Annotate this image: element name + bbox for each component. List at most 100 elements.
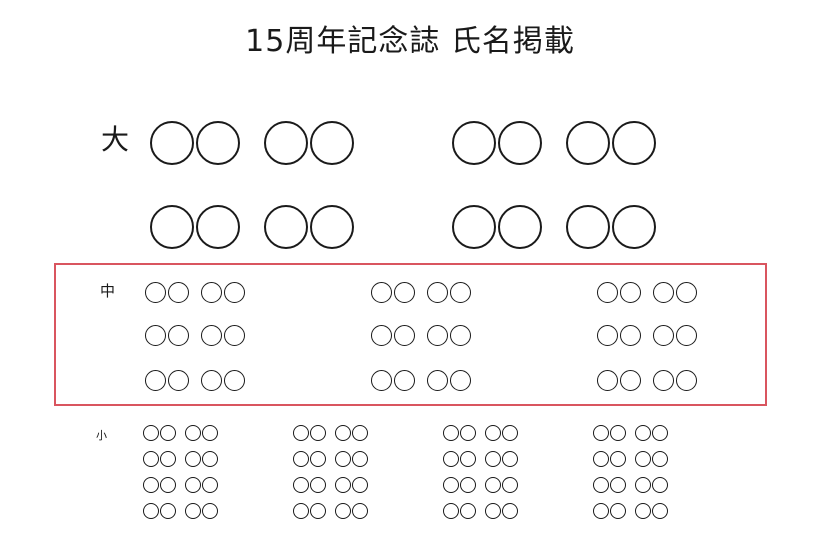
circle-placeholder-icon [610, 425, 626, 441]
circle-placeholder-icon [352, 425, 368, 441]
large-name-row [150, 205, 354, 249]
circle-placeholder-icon [335, 425, 351, 441]
circle-placeholder-icon [653, 325, 674, 346]
medium-section-highlight [54, 263, 767, 406]
name-placeholder [293, 425, 368, 441]
circle-placeholder-icon [452, 121, 496, 165]
circle-placeholder-icon [676, 370, 697, 391]
circle-placeholder-icon [635, 477, 651, 493]
circle-placeholder-icon [201, 282, 222, 303]
circle-placeholder-icon [143, 451, 159, 467]
circle-placeholder-icon [612, 121, 656, 165]
name-placeholder [452, 205, 656, 249]
circle-placeholder-icon [224, 370, 245, 391]
circle-placeholder-icon [652, 451, 668, 467]
circle-placeholder-icon [202, 503, 218, 519]
circle-placeholder-icon [460, 451, 476, 467]
circle-placeholder-icon [310, 503, 326, 519]
circle-placeholder-icon [460, 503, 476, 519]
circle-placeholder-icon [498, 205, 542, 249]
circle-placeholder-icon [485, 503, 501, 519]
circle-placeholder-icon [143, 503, 159, 519]
circle-placeholder-icon [597, 370, 618, 391]
section-label-small: 小 [96, 429, 107, 442]
name-placeholder [145, 282, 245, 303]
circle-placeholder-icon [676, 282, 697, 303]
circle-placeholder-icon [335, 503, 351, 519]
circle-placeholder-icon [202, 425, 218, 441]
name-placeholder [443, 477, 518, 493]
circle-placeholder-icon [160, 503, 176, 519]
circle-placeholder-icon [202, 451, 218, 467]
circle-placeholder-icon [652, 503, 668, 519]
circle-placeholder-icon [502, 477, 518, 493]
circle-placeholder-icon [676, 325, 697, 346]
circle-placeholder-icon [160, 425, 176, 441]
circle-placeholder-icon [160, 451, 176, 467]
circle-placeholder-icon [202, 477, 218, 493]
circle-placeholder-icon [371, 325, 392, 346]
circle-placeholder-icon [635, 451, 651, 467]
circle-placeholder-icon [450, 370, 471, 391]
name-placeholder [143, 425, 218, 441]
circle-placeholder-icon [597, 282, 618, 303]
name-placeholder [145, 370, 245, 391]
circle-placeholder-icon [566, 205, 610, 249]
circle-placeholder-icon [593, 503, 609, 519]
circle-placeholder-icon [502, 451, 518, 467]
name-placeholder [371, 282, 471, 303]
circle-placeholder-icon [610, 451, 626, 467]
circle-placeholder-icon [185, 503, 201, 519]
page-title: 15周年記念誌 氏名掲載 [245, 24, 575, 59]
circle-placeholder-icon [450, 325, 471, 346]
name-placeholder [293, 451, 368, 467]
name-placeholder [593, 451, 668, 467]
name-placeholder [145, 325, 245, 346]
circle-placeholder-icon [652, 477, 668, 493]
circle-placeholder-icon [593, 451, 609, 467]
circle-placeholder-icon [224, 325, 245, 346]
circle-placeholder-icon [145, 325, 166, 346]
name-placeholder [443, 503, 518, 519]
circle-placeholder-icon [335, 451, 351, 467]
circle-placeholder-icon [145, 370, 166, 391]
circle-placeholder-icon [498, 121, 542, 165]
name-placeholder [593, 425, 668, 441]
large-name-row [452, 121, 656, 165]
circle-placeholder-icon [143, 425, 159, 441]
circle-placeholder-icon [201, 325, 222, 346]
circle-placeholder-icon [502, 425, 518, 441]
circle-placeholder-icon [620, 370, 641, 391]
circle-placeholder-icon [160, 477, 176, 493]
circle-placeholder-icon [310, 425, 326, 441]
circle-placeholder-icon [352, 477, 368, 493]
circle-placeholder-icon [620, 282, 641, 303]
circle-placeholder-icon [145, 282, 166, 303]
circle-placeholder-icon [635, 425, 651, 441]
name-placeholder [593, 503, 668, 519]
circle-placeholder-icon [443, 451, 459, 467]
section-label-medium: 中 [100, 282, 116, 300]
circle-placeholder-icon [310, 451, 326, 467]
name-placeholder [143, 477, 218, 493]
circle-placeholder-icon [443, 503, 459, 519]
circle-placeholder-icon [566, 121, 610, 165]
circle-placeholder-icon [612, 205, 656, 249]
circle-placeholder-icon [427, 325, 448, 346]
circle-placeholder-icon [427, 282, 448, 303]
circle-placeholder-icon [620, 325, 641, 346]
circle-placeholder-icon [597, 325, 618, 346]
circle-placeholder-icon [450, 282, 471, 303]
name-placeholder [443, 425, 518, 441]
circle-placeholder-icon [394, 370, 415, 391]
name-placeholder [597, 370, 697, 391]
circle-placeholder-icon [460, 477, 476, 493]
large-name-row [150, 121, 354, 165]
circle-placeholder-icon [196, 121, 240, 165]
circle-placeholder-icon [485, 451, 501, 467]
name-placeholder [293, 477, 368, 493]
circle-placeholder-icon [185, 451, 201, 467]
circle-placeholder-icon [635, 503, 651, 519]
circle-placeholder-icon [653, 282, 674, 303]
circle-placeholder-icon [185, 425, 201, 441]
